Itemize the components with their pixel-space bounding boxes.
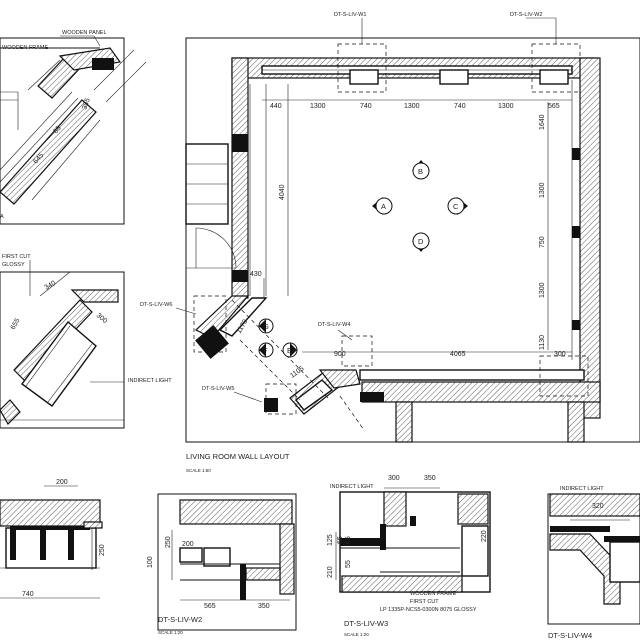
w3-dim-350: 350 — [424, 475, 436, 482]
dim-bottom-300: 300 — [554, 351, 566, 358]
plan-title: LIVING ROOM WALL LAYOUT — [186, 452, 290, 461]
label-first-cut: FIRST CUT — [2, 254, 31, 260]
callout-w4[interactable]: DT-S-LIV-W4 — [318, 322, 350, 328]
plan-scale: SCALE 1:50 — [186, 468, 211, 473]
w3-dim-210: 210 — [327, 566, 334, 578]
view-marker-b[interactable]: B — [412, 160, 430, 180]
w3-dim-125: 125 — [327, 534, 334, 546]
dim-right-1130: 1130 — [539, 335, 546, 350]
w3-label-indirect-light: INDIRECT LIGHT — [330, 484, 374, 490]
detail-w1 — [0, 485, 103, 599]
view-marker-g-label: G — [263, 322, 269, 331]
dim-top-440: 440 — [270, 103, 282, 110]
dim-top-1300c: 1300 — [498, 103, 514, 110]
leader-w4 — [337, 329, 353, 341]
w2-dim-350: 350 — [258, 603, 270, 610]
dim-left-430: 430 — [250, 271, 262, 278]
dim-top-565: 565 — [548, 103, 560, 110]
dim-right-1300b: 1300 — [539, 282, 546, 298]
w3-dim-55: 55 — [345, 560, 352, 568]
dim-diagonal-1105: 1105 — [289, 365, 305, 379]
marker-a-small: A — [0, 214, 4, 220]
w4-title: DT-S-LIV-W4 — [548, 631, 592, 640]
dim-65: 65 — [52, 125, 62, 136]
callout-w6[interactable]: DT-S-LIV-W6 — [140, 302, 172, 308]
plan-callout-boxes — [193, 17, 589, 415]
callout-w2[interactable]: DT-S-LIV-W2 — [510, 12, 542, 18]
view-marker-g[interactable]: G — [258, 318, 274, 334]
w3-label-finish: LP 1335P-NCS5-0300N 8075 GLOSSY — [380, 607, 477, 613]
leader-w5 — [233, 391, 263, 403]
w1-dim-250: 250 — [99, 544, 106, 556]
dim-340: 340 — [44, 280, 58, 292]
label-wooden-panel: WOODEN PANEL — [62, 30, 107, 36]
dim-right-750: 750 — [539, 236, 546, 248]
dim-top-740a: 740 — [360, 103, 372, 110]
view-marker-a-label: A — [381, 202, 386, 211]
dim-300: 300 — [95, 312, 109, 325]
w3-dim-65a: 65 — [337, 536, 344, 544]
view-marker-e[interactable]: E — [282, 342, 298, 358]
detail-w3 — [335, 487, 491, 593]
w1-dim-200: 200 — [56, 479, 68, 486]
w4-dim-320: 320 — [592, 503, 604, 510]
dim-top-740b: 740 — [454, 103, 466, 110]
view-marker-e-label: E — [287, 346, 292, 355]
callout-w5[interactable]: DT-S-LIV-W5 — [202, 386, 234, 392]
view-marker-a[interactable]: A — [372, 197, 393, 215]
dim-left-4040: 4040 — [279, 184, 286, 200]
plan-dimension-lines — [262, 84, 572, 353]
w3-dim-65b: 65 — [345, 536, 352, 544]
dim-bottom-900: 900 — [334, 351, 346, 358]
w2-dim-565: 565 — [204, 603, 216, 610]
w3-label-wooden-frame: WOODEN FRAME — [410, 591, 456, 597]
w2-dim-200: 200 — [182, 541, 194, 548]
leader-w6 — [175, 307, 197, 315]
plan-walls — [185, 57, 601, 443]
w2-scale: SCALE 1:20 — [158, 630, 183, 635]
view-marker-b-label: B — [418, 167, 423, 176]
plan-sightlines — [231, 299, 365, 431]
w3-title: DT-S-LIV-W3 — [344, 619, 388, 628]
detail-w2 — [157, 493, 297, 631]
dim-right-1640: 1640 — [539, 114, 546, 130]
detail-mid-left: FIRST CUT GLOSSY INDIRECT LIGHT 340 655 … — [0, 254, 172, 429]
detail-w4 — [547, 493, 640, 625]
dim-bottom-4065: 4065 — [450, 351, 466, 358]
dim-top-1300a: 1300 — [310, 103, 326, 110]
w3-dim-220: 220 — [481, 530, 488, 542]
view-marker-c-label: C — [453, 202, 459, 211]
view-marker-d-label: D — [418, 237, 424, 246]
dim-right-1300a: 1300 — [539, 182, 546, 198]
detail-top-left-frame — [0, 37, 125, 225]
detail-top-left: WOODEN PANEL WOODEN FRAME 355 645 65 A — [0, 30, 147, 220]
label-glossy: GLOSSY — [2, 262, 25, 268]
view-marker-f-label: F — [263, 346, 268, 355]
view-marker-f[interactable]: F — [258, 342, 274, 358]
w4-label-indirect-light: INDIRECT LIGHT — [560, 486, 604, 492]
w3-dim-300: 300 — [388, 475, 400, 482]
w2-title: DT-S-LIV-W2 — [158, 615, 202, 624]
label-indirect-light: INDIRECT LIGHT — [128, 378, 172, 384]
dim-355: 355 — [81, 97, 92, 110]
dim-655: 655 — [10, 317, 22, 331]
view-marker-d[interactable]: D — [412, 232, 430, 252]
callout-w1[interactable]: DT-S-LIV-W1 — [334, 12, 366, 18]
dim-top-1300b: 1300 — [404, 103, 420, 110]
view-marker-c[interactable]: C — [447, 197, 468, 215]
w2-dim-250: 250 — [165, 536, 172, 548]
plan-frame — [185, 37, 640, 443]
w1-dim-740: 740 — [22, 591, 34, 598]
w2-dim-100: 100 — [147, 556, 154, 568]
w3-label-first-cut: FIRST CUT — [410, 599, 439, 605]
w3-scale: SCALE 1:20 — [344, 632, 369, 637]
label-wooden-frame: WOODEN FRAME — [2, 45, 48, 51]
